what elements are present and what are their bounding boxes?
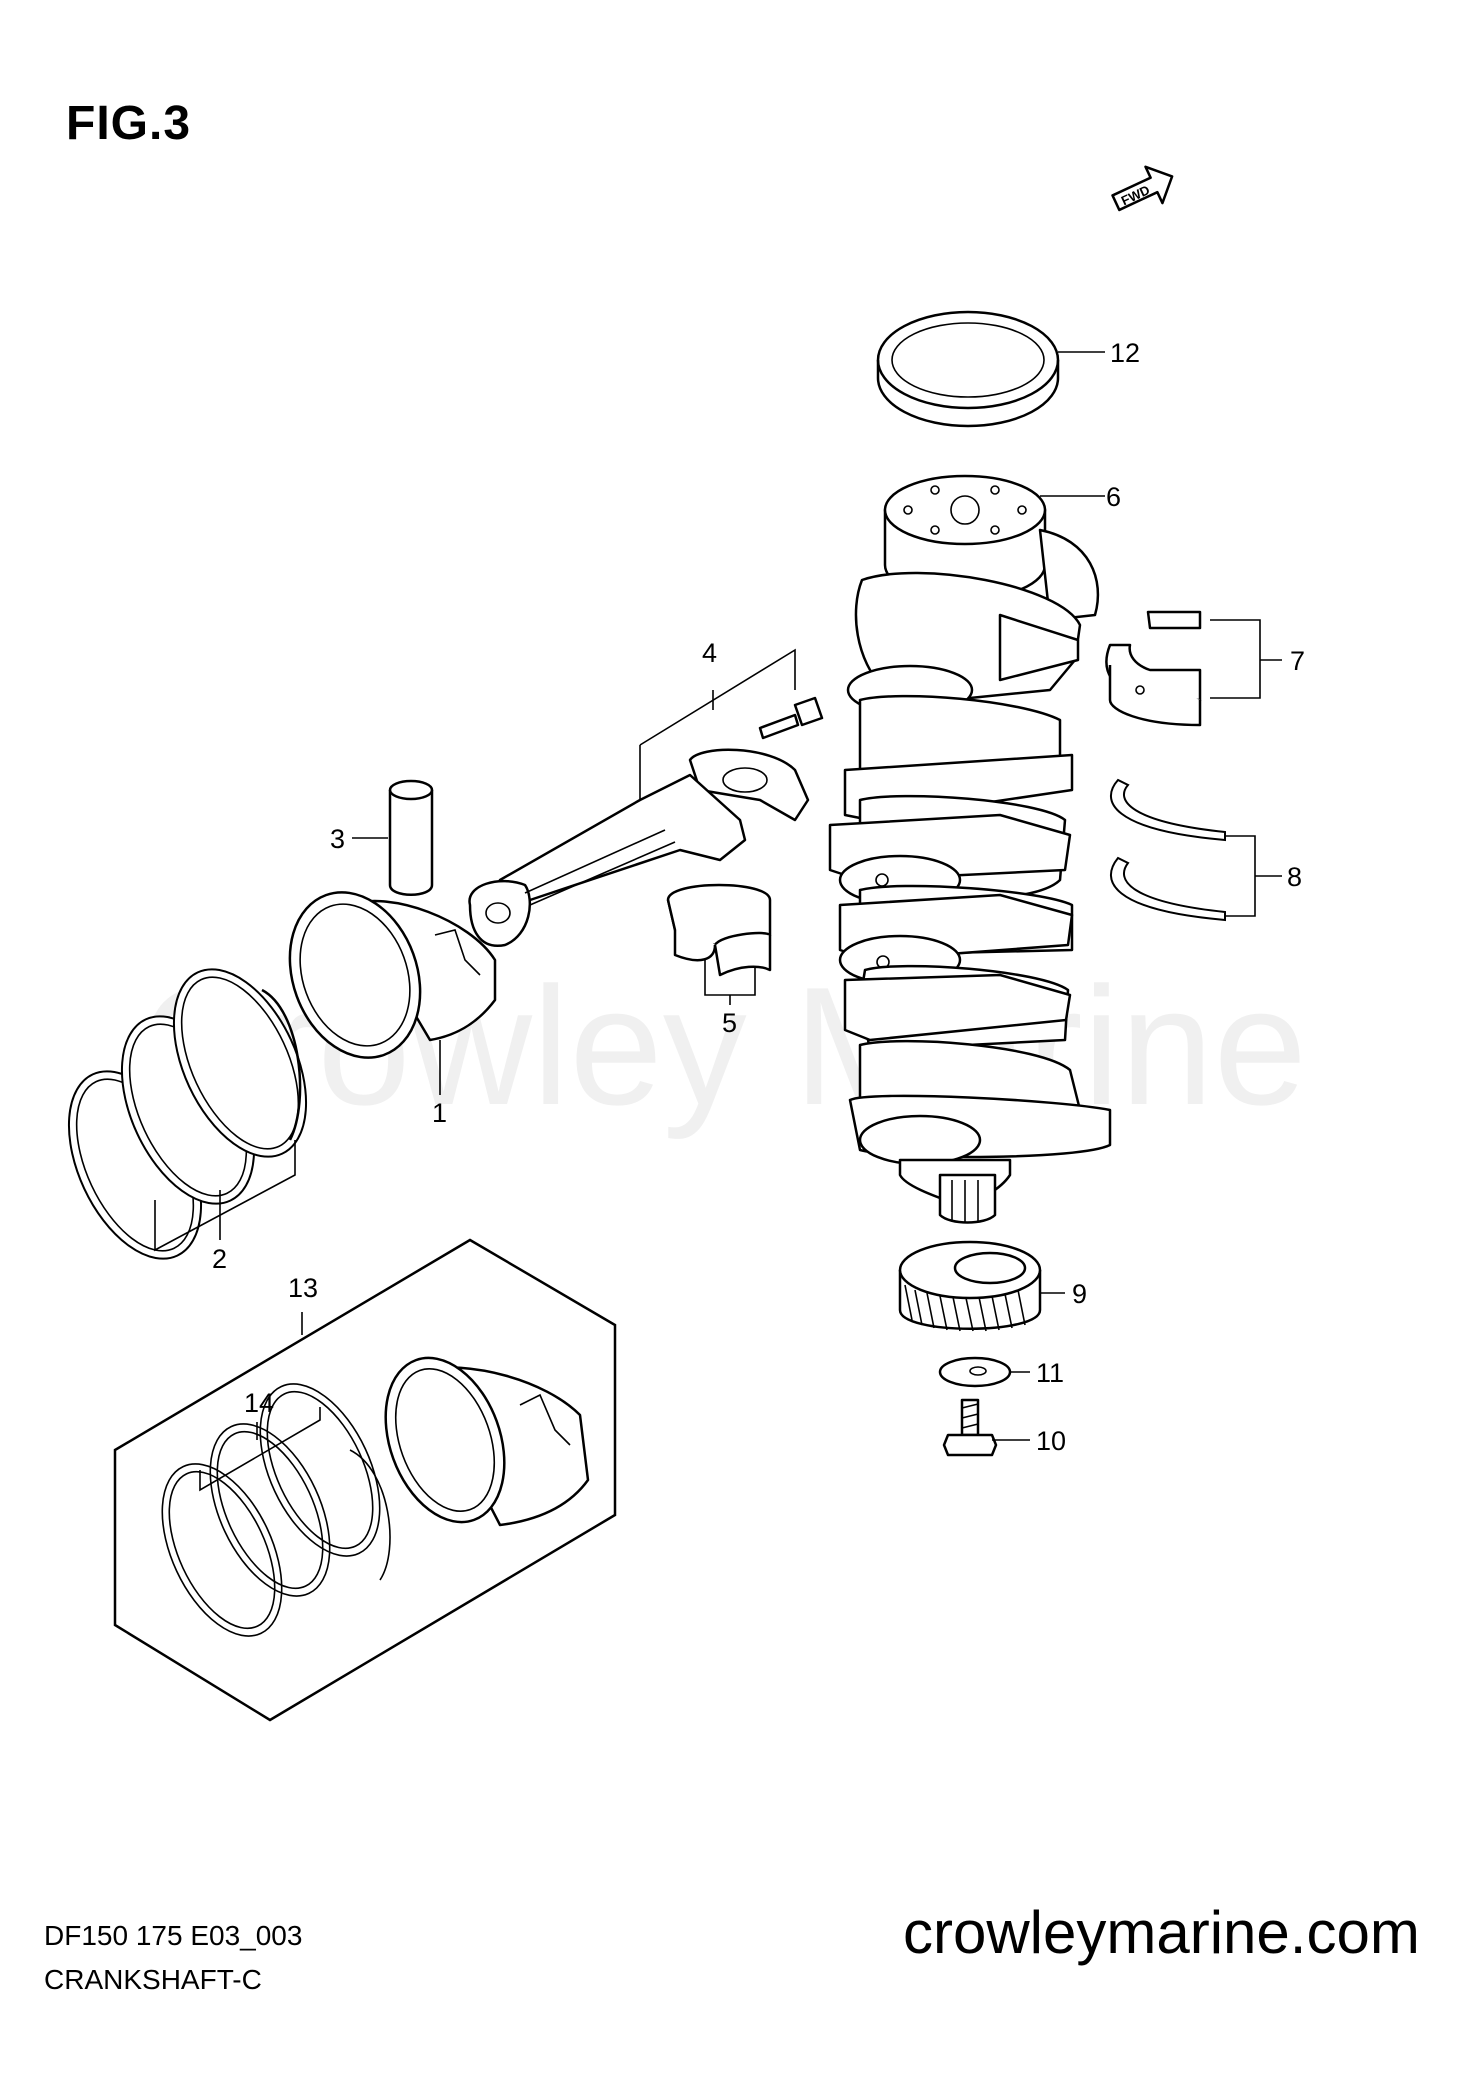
- callout-3: 3: [330, 824, 346, 854]
- callout-5: 5: [722, 1008, 738, 1038]
- bolt-icon: [942, 1398, 998, 1457]
- callout-6: 6: [1106, 482, 1122, 512]
- oil-seal-icon: [876, 310, 1060, 428]
- callout-7: 7: [1290, 646, 1306, 676]
- piston-icon: [288, 891, 497, 1059]
- washer-icon: [938, 1356, 1012, 1388]
- piston-ring-set-icon: [161, 1383, 391, 1637]
- callout-2: 2: [212, 1244, 228, 1274]
- callout-12: 12: [1110, 338, 1141, 368]
- crankshaft-icon: [828, 474, 1112, 1224]
- callout-1: 1: [432, 1098, 448, 1128]
- leader-8: [1225, 835, 1256, 917]
- callout-8: 8: [1287, 862, 1303, 892]
- callout-9: 9: [1072, 1279, 1088, 1309]
- thrust-washer-icon: [1110, 778, 1226, 922]
- bearing-icon: [1105, 610, 1202, 727]
- leader-2: [154, 1140, 296, 1252]
- conrod-bolt-icon: [758, 696, 824, 740]
- conrod-bearing-icon: [666, 883, 772, 977]
- figure-title: FIG.3: [66, 97, 192, 150]
- kit-piston-icon: [384, 1356, 590, 1527]
- callout-13: 13: [288, 1273, 319, 1303]
- piston-kit-box: [113, 1238, 617, 1722]
- diagram-code: DF150 175 E03_003: [44, 1920, 303, 1951]
- fwd-label: FWD: [1119, 182, 1152, 208]
- connecting-rod-icon: [468, 748, 810, 948]
- diagram-name: CRANKSHAFT-C: [44, 1964, 262, 1995]
- callout-14: 14: [244, 1388, 275, 1418]
- callout-4: 4: [702, 638, 718, 668]
- fwd-arrow-icon: FWD: [1111, 165, 1174, 212]
- callout-11: 11: [1036, 1358, 1065, 1388]
- leader-7: [1210, 619, 1261, 699]
- piston-pin-icon: [388, 779, 434, 896]
- gear-icon: [898, 1240, 1042, 1332]
- leader-14: [199, 1407, 321, 1492]
- leader-4: [639, 648, 796, 746]
- website-link[interactable]: crowleymarine.com: [903, 1899, 1420, 1966]
- callout-10: 10: [1036, 1426, 1067, 1456]
- piston-ring-icon: [67, 968, 308, 1260]
